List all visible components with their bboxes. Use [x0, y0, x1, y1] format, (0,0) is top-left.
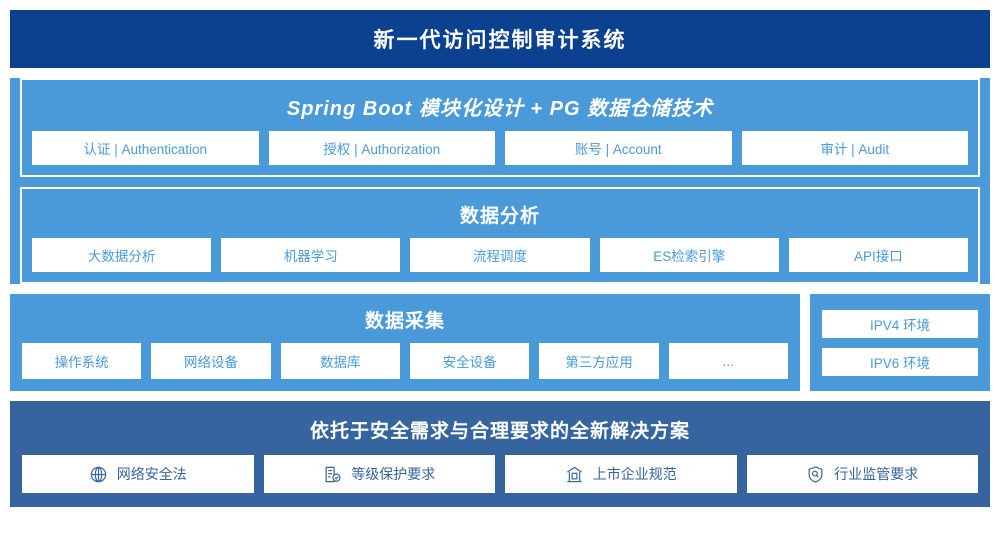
platform-analysis-panel: Spring Boot 模块化设计 + PG 数据仓储技术 认证 | Authe… — [10, 78, 990, 284]
compliance-card-label: 行业监管要求 — [834, 466, 919, 482]
compliance-card-cybersecurity-law[interactable]: 网络安全法 — [22, 455, 254, 493]
environment-card-label: IPV6 环境 — [869, 355, 931, 371]
bank-building-icon — [565, 465, 584, 484]
collection-card-operating-system[interactable]: 操作系统 — [22, 343, 142, 379]
analysis-card-api[interactable]: API接口 — [788, 238, 969, 272]
platform-box: Spring Boot 模块化设计 + PG 数据仓储技术 认证 | Authe… — [20, 78, 980, 177]
environment-panel: IPV4 环境 IPV6 环境 — [810, 294, 990, 391]
collection-card-label: ... — [722, 353, 734, 369]
analysis-box: 数据分析 大数据分析 机器学习 流程调度 ES检索引擎 API接口 — [20, 187, 980, 284]
collection-card-third-party-app[interactable]: 第三方应用 — [539, 343, 659, 379]
platform-title: Spring Boot 模块化设计 + PG 数据仓储技术 — [286, 98, 714, 120]
analysis-card-bigdata[interactable]: 大数据分析 — [32, 238, 212, 272]
page-title: 新一代访问控制审计系统 — [373, 29, 627, 52]
platform-card-row: 认证 | Authentication 授权 | Authorization 账… — [32, 131, 968, 165]
platform-card-label: 审计 | Audit — [820, 142, 890, 157]
platform-card-account[interactable]: 账号 | Account — [505, 131, 732, 165]
analysis-card-label: ES检索引擎 — [653, 249, 726, 264]
compliance-card-industry-regulation[interactable]: 行业监管要求 — [746, 455, 978, 493]
compliance-card-label: 网络安全法 — [116, 466, 187, 482]
platform-card-authentication[interactable]: 认证 | Authentication — [32, 131, 259, 165]
analysis-card-row: 大数据分析 机器学习 流程调度 ES检索引擎 API接口 — [32, 238, 969, 272]
analysis-card-label: 流程调度 — [473, 249, 527, 264]
compliance-card-label: 等级保护要求 — [351, 466, 436, 482]
analysis-card-label: 机器学习 — [283, 249, 338, 264]
analysis-title: 数据分析 — [459, 206, 540, 227]
document-check-icon — [323, 465, 342, 484]
platform-card-label: 账号 | Account — [574, 142, 662, 157]
compliance-card-label: 上市企业规范 — [592, 466, 677, 482]
collection-card-label: 数据库 — [320, 355, 361, 370]
collection-card-label: 第三方应用 — [565, 355, 633, 370]
collection-card-row: 操作系统 网络设备 数据库 安全设备 第三方应用 ... — [22, 343, 788, 379]
collection-row: 数据采集 操作系统 网络设备 数据库 安全设备 第三方应用 ... IPV4 环 — [10, 294, 990, 391]
collection-card-security-device[interactable]: 安全设备 — [409, 343, 530, 379]
compliance-card-row: 网络安全法 等级保护要求 — [22, 455, 978, 493]
page-header: 新一代访问控制审计系统 — [10, 10, 990, 68]
compliance-card-listed-enterprise[interactable]: 上市企业规范 — [505, 455, 737, 493]
collection-card-label: 操作系统 — [54, 355, 109, 370]
compliance-title: 依托于安全需求与合理要求的全新解决方案 — [309, 421, 690, 442]
collection-card-network-device[interactable]: 网络设备 — [151, 343, 271, 379]
analysis-card-machine-learning[interactable]: 机器学习 — [221, 238, 401, 272]
analysis-card-es-search-engine[interactable]: ES检索引擎 — [599, 238, 779, 272]
collection-panel: 数据采集 操作系统 网络设备 数据库 安全设备 第三方应用 ... — [10, 294, 800, 391]
environment-card-label: IPV4 环境 — [869, 317, 931, 333]
platform-card-audit[interactable]: 审计 | Audit — [741, 131, 968, 165]
globe-icon — [89, 465, 108, 484]
compliance-panel: 依托于安全需求与合理要求的全新解决方案 网络安全法 — [10, 401, 990, 507]
platform-card-label: 授权 | Authorization — [323, 142, 441, 157]
environment-card-ipv4[interactable]: IPV4 环境 — [822, 309, 978, 338]
compliance-card-classified-protection[interactable]: 等级保护要求 — [263, 455, 495, 493]
collection-card-label: 安全设备 — [442, 355, 497, 370]
platform-card-label: 认证 | Authentication — [83, 142, 208, 157]
collection-card-more[interactable]: ... — [668, 343, 788, 379]
environment-card-ipv6[interactable]: IPV6 环境 — [822, 347, 978, 376]
analysis-card-label: 大数据分析 — [87, 249, 156, 264]
collection-card-label: 网络设备 — [183, 355, 238, 370]
collection-card-database[interactable]: 数据库 — [280, 343, 400, 379]
analysis-card-process-scheduling[interactable]: 流程调度 — [410, 238, 590, 272]
analysis-card-label: API接口 — [854, 249, 903, 264]
collection-title: 数据采集 — [364, 311, 445, 332]
shield-search-icon — [806, 465, 825, 484]
platform-card-authorization[interactable]: 授权 | Authorization — [268, 131, 495, 165]
